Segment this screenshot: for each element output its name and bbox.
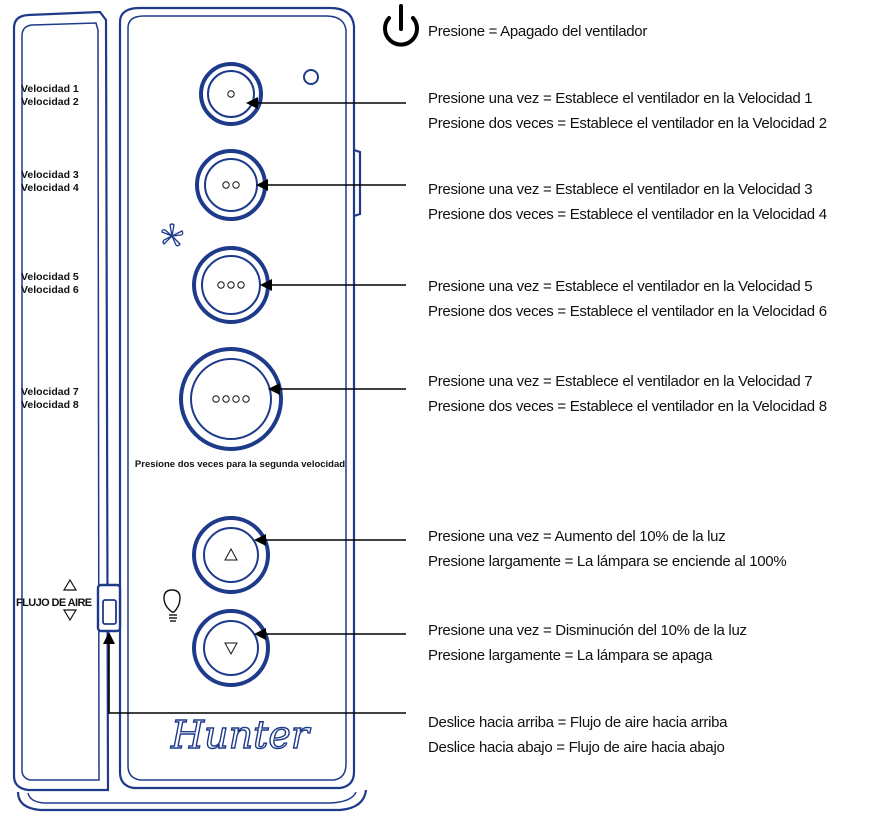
side-label-airflow: FLUJO DE AIRE [16,597,92,609]
annotation-slide-line2: Deslice hacia abajo = Flujo de aire haci… [428,739,725,756]
remote-body [118,6,362,790]
side-label-speed-7: Velocidad 7 [21,386,79,398]
airflow-up-arrow-icon [62,578,78,591]
fan-icon [161,223,184,247]
brand-logo: Hunter [170,713,312,757]
annotation-speed1-line2: Presione dos veces = Establece el ventil… [428,115,827,132]
wall-holder [12,10,368,812]
indicator-light [303,69,319,85]
side-label-speed-4: Velocidad 4 [21,182,79,194]
annotation-speed2-line2: Presione dos veces = Establece el ventil… [428,206,827,223]
annotation-speed3-line1: Presione una vez = Establece el ventilad… [428,278,812,295]
airflow-down-arrow-icon [62,609,78,622]
side-label-speed-8: Velocidad 8 [21,399,79,411]
speed-button-note: Presione dos veces para la segunda veloc… [135,459,345,470]
annotation-speed2-line1: Presione una vez = Establece el ventilad… [428,181,812,198]
triangle-up-icon [224,547,238,561]
annotation-power: Presione = Apagado del ventilador [428,23,647,40]
annotation-light-down-line2: Presione largamente = La lámpara se apag… [428,647,713,664]
light-down-button[interactable] [192,609,270,687]
annotation-light-down-line1: Presione una vez = Disminución del 10% d… [428,622,747,639]
side-label-speed-2: Velocidad 2 [21,96,79,108]
annotation-speed4-line1: Presione una vez = Establece el ventilad… [428,373,812,390]
pointer-lines [103,97,406,714]
side-label-speed-5: Velocidad 5 [21,271,79,283]
speed-button-2[interactable] [195,149,267,221]
airflow-label-group: FLUJO DE AIRE [16,578,92,622]
side-label-speed-1: Velocidad 1 [21,83,79,95]
annotation-speed4-line2: Presione dos veces = Establece el ventil… [428,398,827,415]
side-label-speed-6: Velocidad 6 [21,284,79,296]
power-icon [383,4,419,47]
annotation-speed3-line2: Presione dos veces = Establece el ventil… [428,303,827,320]
light-bulb-icon [163,589,181,622]
annotation-speed1-line1: Presione una vez = Establece el ventilad… [428,90,812,107]
light-up-button[interactable] [192,516,270,594]
annotation-slide-line1: Deslice hacia arriba = Flujo de aire hac… [428,714,728,731]
side-label-speed-3: Velocidad 3 [21,169,79,181]
annotation-light-up-line2: Presione largamente = La lámpara se enci… [428,553,786,570]
speed-button-4[interactable] [179,347,283,451]
airflow-slide-switch[interactable] [96,583,122,633]
annotation-light-up-line1: Presione una vez = Aumento del 10% de la… [428,528,725,545]
triangle-down-icon [224,642,238,656]
speed-button-3[interactable] [192,246,270,324]
speed-button-1[interactable] [199,62,263,126]
